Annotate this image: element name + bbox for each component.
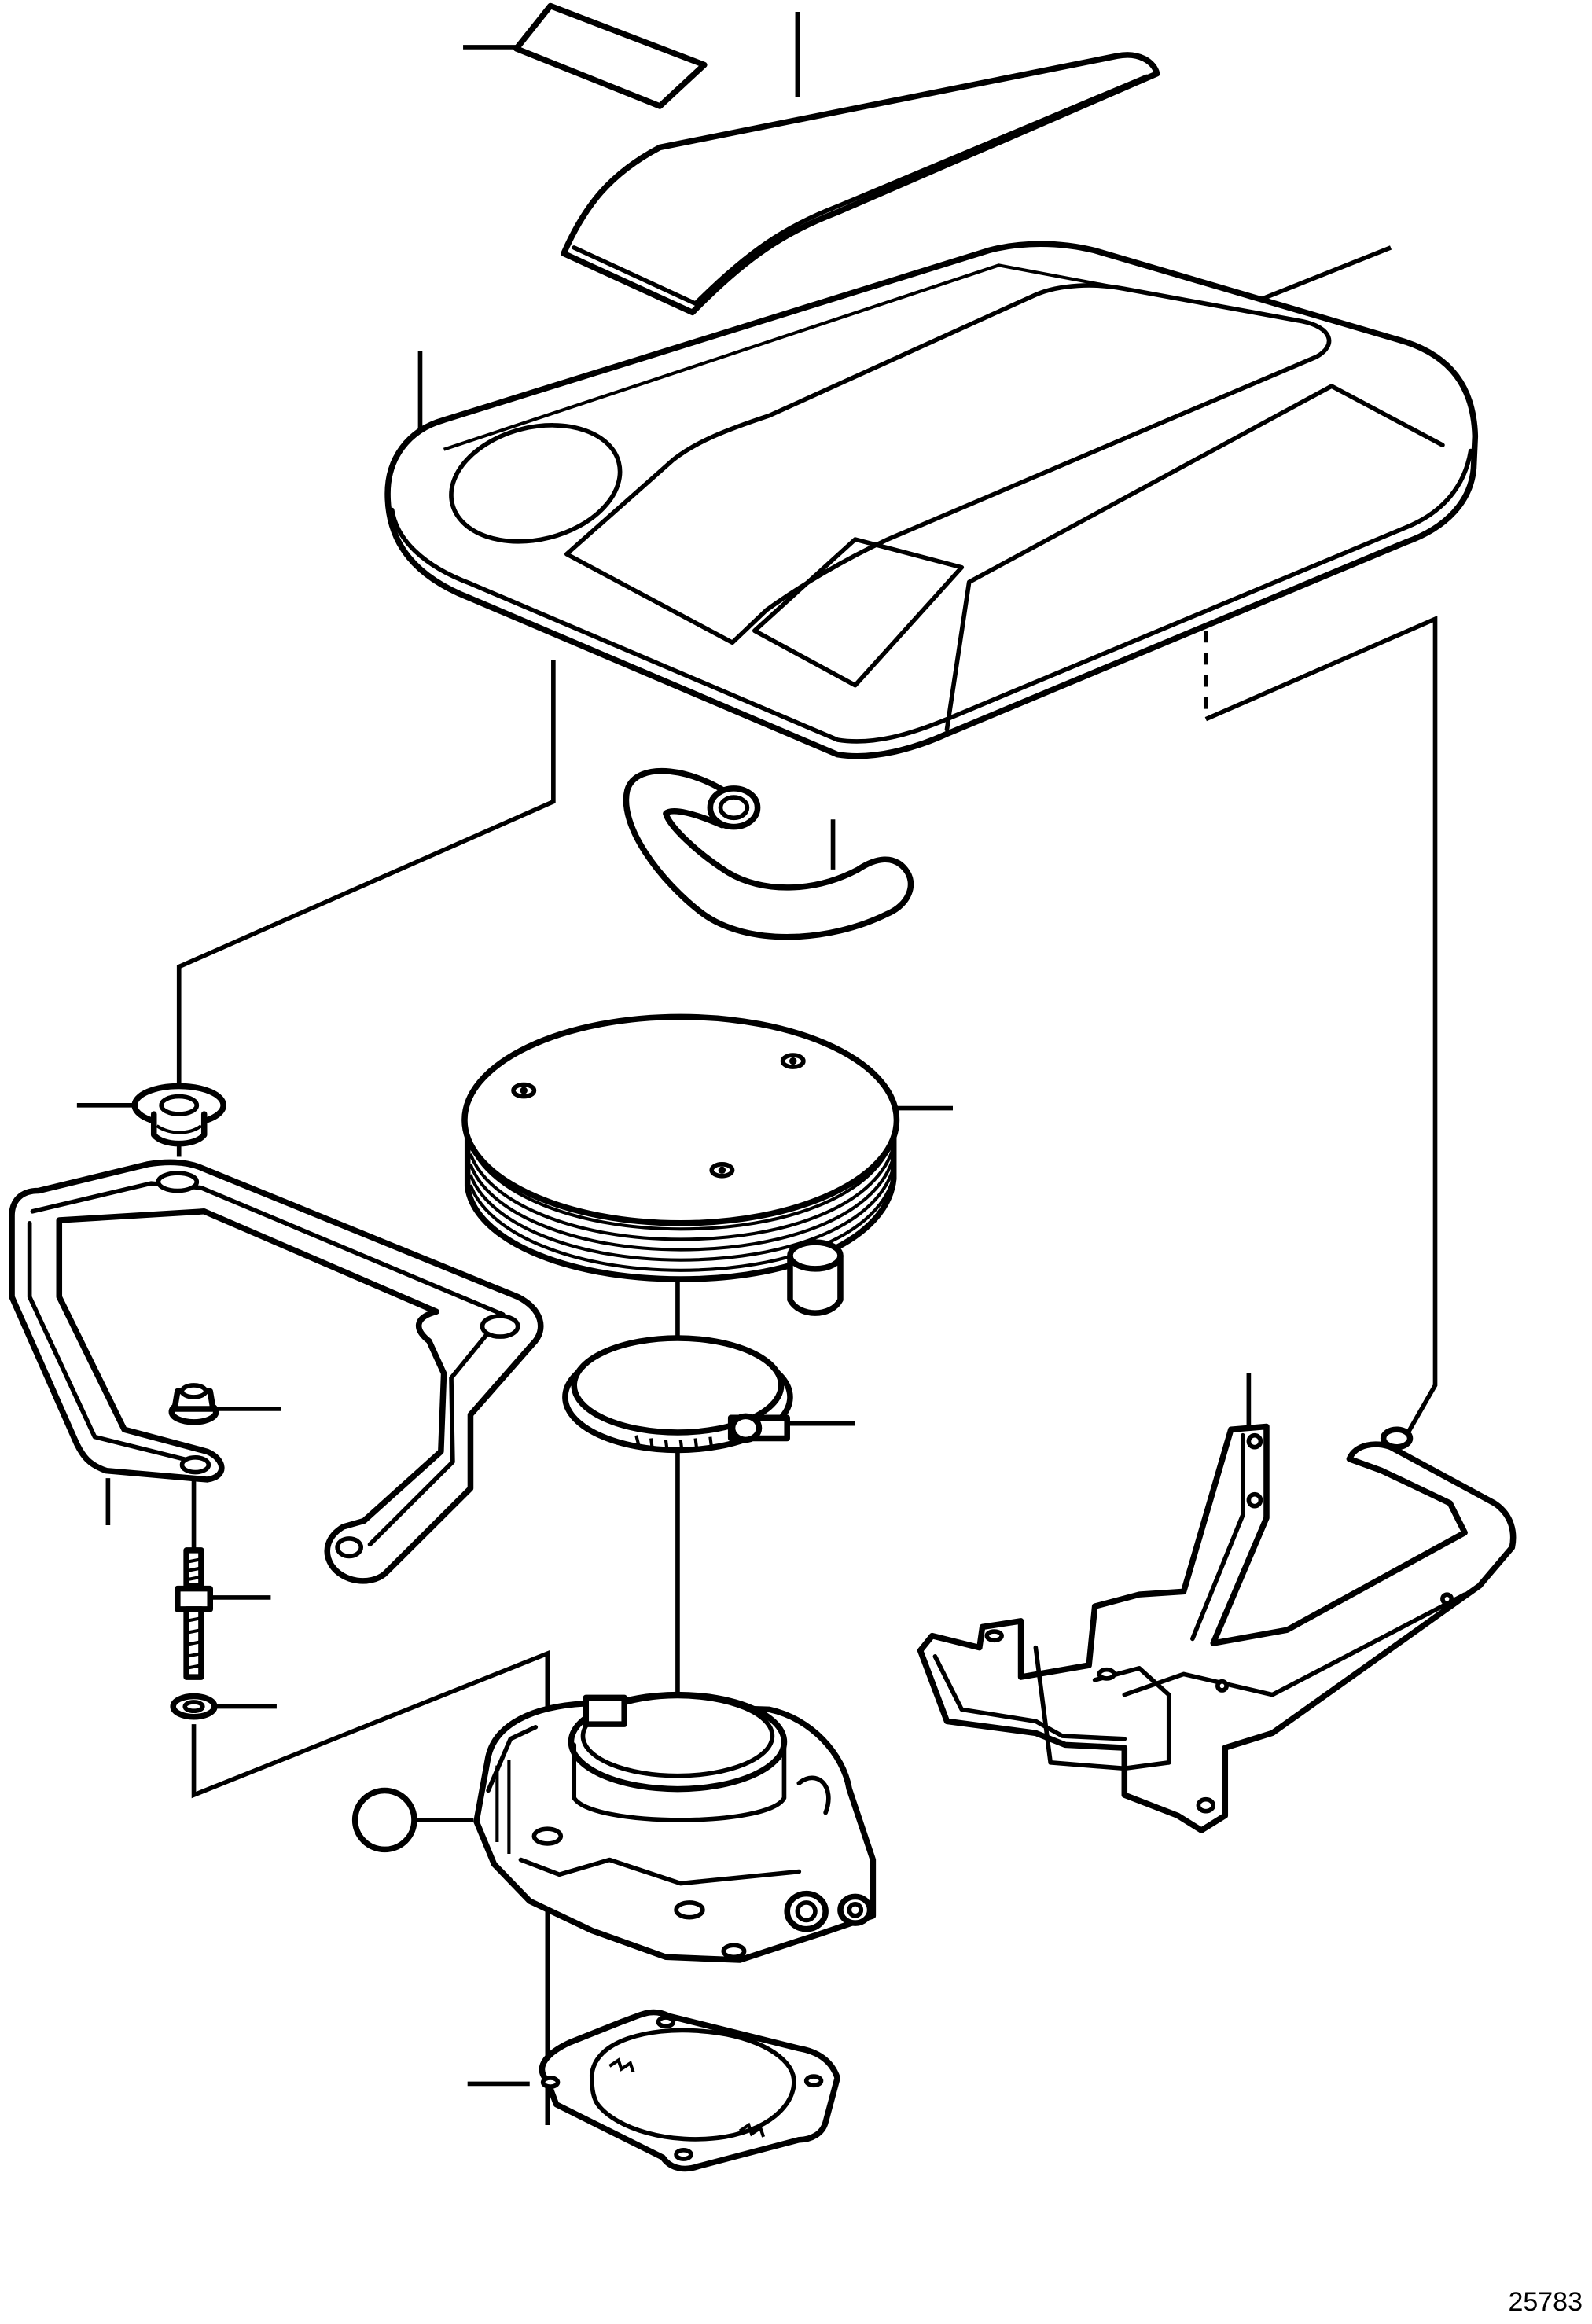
leader-cover-to-grommet [176, 660, 556, 1103]
bracket-hole-left [179, 1455, 211, 1475]
bracket-left [9, 1159, 544, 1584]
reference-circle [351, 1787, 417, 1853]
bracket-hole-top [156, 1171, 200, 1193]
rubber-grommet [131, 1083, 226, 1147]
engine-cover [384, 241, 1479, 759]
bracket-hole-foot [335, 1536, 364, 1559]
cover-filler-cap [449, 423, 623, 544]
stud-bolt [175, 1547, 214, 1680]
air-filter [461, 1013, 900, 1316]
breather-hose [623, 767, 914, 940]
hose-clamp [562, 1335, 793, 1454]
flange-nut [168, 1383, 219, 1425]
bracket-hole-right [480, 1314, 520, 1339]
cover-trim-strip [561, 52, 1160, 316]
leader-cover-to-bracket [1204, 615, 1438, 1438]
throttle-gasket [539, 2009, 840, 2172]
throttle-body [473, 1691, 877, 1963]
decal-plate [513, 2, 708, 109]
air-filter-lid [461, 1013, 900, 1226]
bracket-right [917, 1423, 1517, 1833]
bracket-right-stud [1380, 1426, 1414, 1451]
figure-reference-number: 25783 [1508, 2287, 1583, 2317]
washer [170, 1693, 218, 1720]
